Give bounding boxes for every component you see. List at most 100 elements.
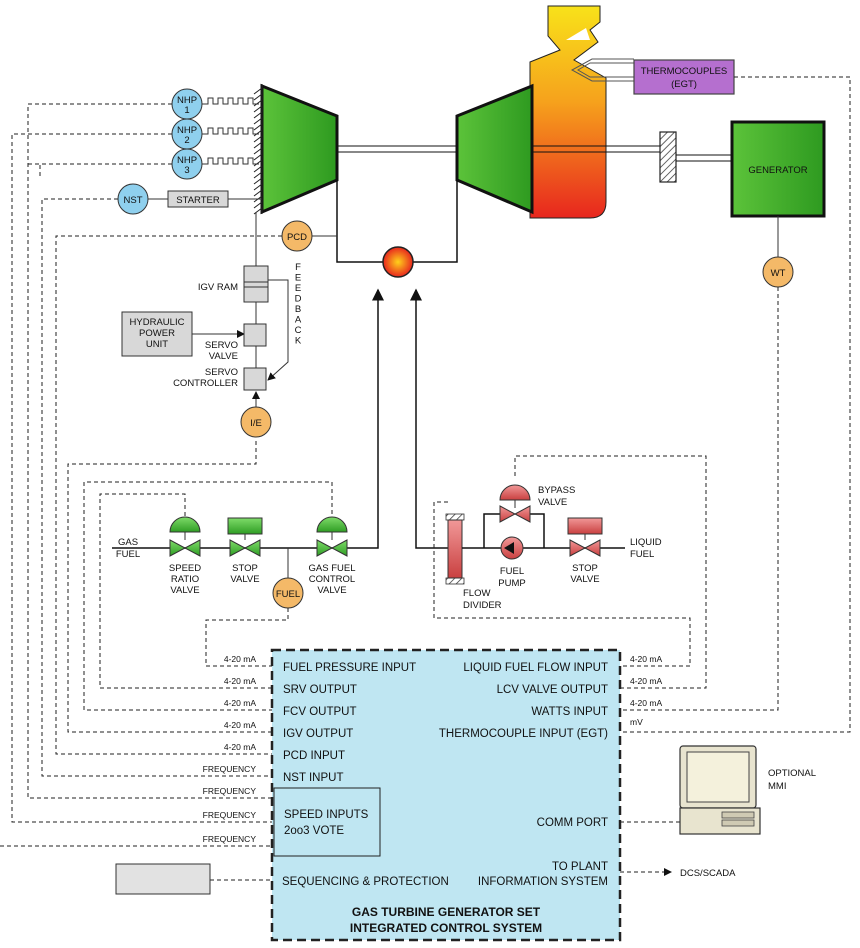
- svg-text:GAS FUEL: GAS FUEL: [309, 563, 356, 574]
- inlet-hatch-line: [253, 153, 263, 161]
- control-input-right: LCV VALVE OUTPUT: [497, 684, 608, 696]
- svg-text:UNIT: UNIT: [146, 339, 168, 350]
- svg-text:2oo3 VOTE: 2oo3 VOTE: [284, 825, 344, 837]
- inlet-hatch-line: [253, 177, 263, 185]
- mmi-computer-icon: [679, 745, 761, 835]
- inlet-hatch-line: [253, 201, 263, 209]
- wt-sensor: WT: [762, 256, 794, 288]
- svg-text:POWER: POWER: [139, 328, 175, 339]
- hydraulic-power-unit: [121, 311, 193, 357]
- generator: [730, 120, 826, 218]
- signal-type-label: 4-20 mA: [224, 676, 256, 686]
- svg-text:2: 2: [184, 135, 189, 146]
- svg-text:VALVE: VALVE: [170, 585, 199, 596]
- svg-text:VALVE: VALVE: [209, 351, 238, 362]
- signal-type-label: 4-20 mA: [224, 742, 256, 752]
- dcs-label: DCS/SCADA: [680, 868, 736, 879]
- inlet-hatch-line: [253, 105, 263, 113]
- igv-ram: [243, 265, 269, 303]
- svg-text:VALVE: VALVE: [570, 574, 599, 585]
- svg-text:GAS: GAS: [118, 537, 138, 548]
- ie-converter: I/E: [240, 406, 272, 438]
- pulse-train-3: [202, 157, 259, 165]
- feedback-letter: K: [295, 336, 302, 347]
- signal-type-label: mV: [630, 717, 643, 727]
- gas-fuel-control-valve: [316, 516, 348, 557]
- control-input-left: SRV OUTPUT: [283, 684, 357, 696]
- gas-stop-valve: [227, 517, 263, 557]
- nhp-1-sensor: NHP 1: [171, 88, 203, 120]
- thermocouple-probe: [577, 62, 634, 78]
- svg-text:STOP: STOP: [572, 563, 598, 574]
- signal-type-label: 4-20 mA: [630, 676, 662, 686]
- generator-label: GENERATOR: [748, 165, 807, 176]
- control-system-title: GAS TURBINE GENERATOR SET: [352, 905, 541, 919]
- svg-text:FUEL: FUEL: [276, 589, 300, 600]
- svg-text:1: 1: [184, 105, 189, 116]
- compressor: [260, 83, 339, 215]
- inlet-hatch-line: [253, 171, 263, 179]
- mmi-label: OPTIONAL: [768, 768, 816, 779]
- pcd-sensor: PCD: [281, 220, 313, 252]
- svg-text:BYPASS: BYPASS: [538, 485, 575, 496]
- inlet-hatch-line: [253, 189, 263, 197]
- inlet-hatch-line: [253, 87, 263, 95]
- feedback-letter: F: [295, 262, 301, 273]
- inlet-hatch-line: [253, 99, 263, 107]
- signal-type-label: 4-20 mA: [224, 698, 256, 708]
- svg-text:PCD: PCD: [287, 232, 307, 243]
- fuel-pressure-sensor: FUEL: [272, 577, 304, 609]
- inlet-hatch-line: [253, 135, 263, 143]
- svg-text:(EGT): (EGT): [671, 79, 697, 90]
- inlet-hatch-line: [253, 207, 263, 215]
- nst-sensor: NST: [117, 183, 149, 215]
- svg-text:DIVIDER: DIVIDER: [463, 600, 502, 611]
- pulse-train-2: [202, 127, 259, 135]
- speed-inputs-box: [273, 787, 381, 857]
- feedback-letter: A: [295, 315, 302, 326]
- svg-text:STOP: STOP: [232, 563, 258, 574]
- signal-type-label: 4-20 mA: [630, 698, 662, 708]
- inlet-hatch-line: [253, 123, 263, 131]
- svg-text:NHP: NHP: [177, 95, 197, 106]
- control-input-left: FCV OUTPUT: [283, 706, 356, 718]
- fuel-pump: [500, 536, 524, 560]
- inlet-hatch-line: [253, 141, 263, 149]
- svg-text:FUEL: FUEL: [630, 549, 654, 560]
- signal-type-label: 4-20 mA: [224, 654, 256, 664]
- sequencing-source-box: [115, 863, 211, 895]
- svg-text:VALVE: VALVE: [538, 497, 567, 508]
- coupling: [659, 131, 677, 183]
- svg-text:INTEGRATED CONTROL SYSTEM: INTEGRATED CONTROL SYSTEM: [350, 921, 542, 935]
- svg-text:INFORMATION SYSTEM: INFORMATION SYSTEM: [478, 876, 608, 888]
- servo-controller: [243, 367, 267, 391]
- svg-text:CONTROLLER: CONTROLLER: [173, 378, 238, 389]
- svg-text:SERVO: SERVO: [205, 367, 238, 378]
- comm-port-label: COMM PORT: [537, 817, 608, 829]
- svg-text:CONTROL: CONTROL: [309, 574, 355, 585]
- exhaust-flame: [529, 5, 607, 219]
- speed-ratio-valve: [169, 516, 201, 557]
- liquid-stop-valve: [567, 517, 603, 557]
- inlet-hatch-line: [253, 93, 263, 101]
- svg-text:I/E: I/E: [250, 418, 262, 429]
- control-input-left: IGV OUTPUT: [283, 728, 353, 740]
- svg-text:FLOW: FLOW: [463, 588, 490, 599]
- control-input-left: NST INPUT: [283, 772, 344, 784]
- bypass-valve: [499, 484, 531, 523]
- control-input-right: LIQUID FUEL FLOW INPUT: [463, 662, 608, 674]
- control-input-left: PCD INPUT: [283, 750, 345, 762]
- inlet-hatch-line: [253, 117, 263, 125]
- svg-text:FUEL: FUEL: [500, 566, 524, 577]
- speed-inputs-label: SPEED INPUTS: [284, 809, 369, 821]
- control-input-right: THERMOCOUPLE INPUT (EGT): [439, 728, 608, 740]
- feedback-letter: C: [295, 325, 302, 336]
- inlet-hatch-line: [253, 159, 263, 167]
- feedback-letter: D: [295, 294, 302, 305]
- svg-text:HYDRAULIC: HYDRAULIC: [130, 317, 185, 328]
- svg-text:3: 3: [184, 165, 189, 176]
- svg-text:PUMP: PUMP: [498, 578, 525, 589]
- signal-type-label: FREQUENCY: [203, 764, 257, 774]
